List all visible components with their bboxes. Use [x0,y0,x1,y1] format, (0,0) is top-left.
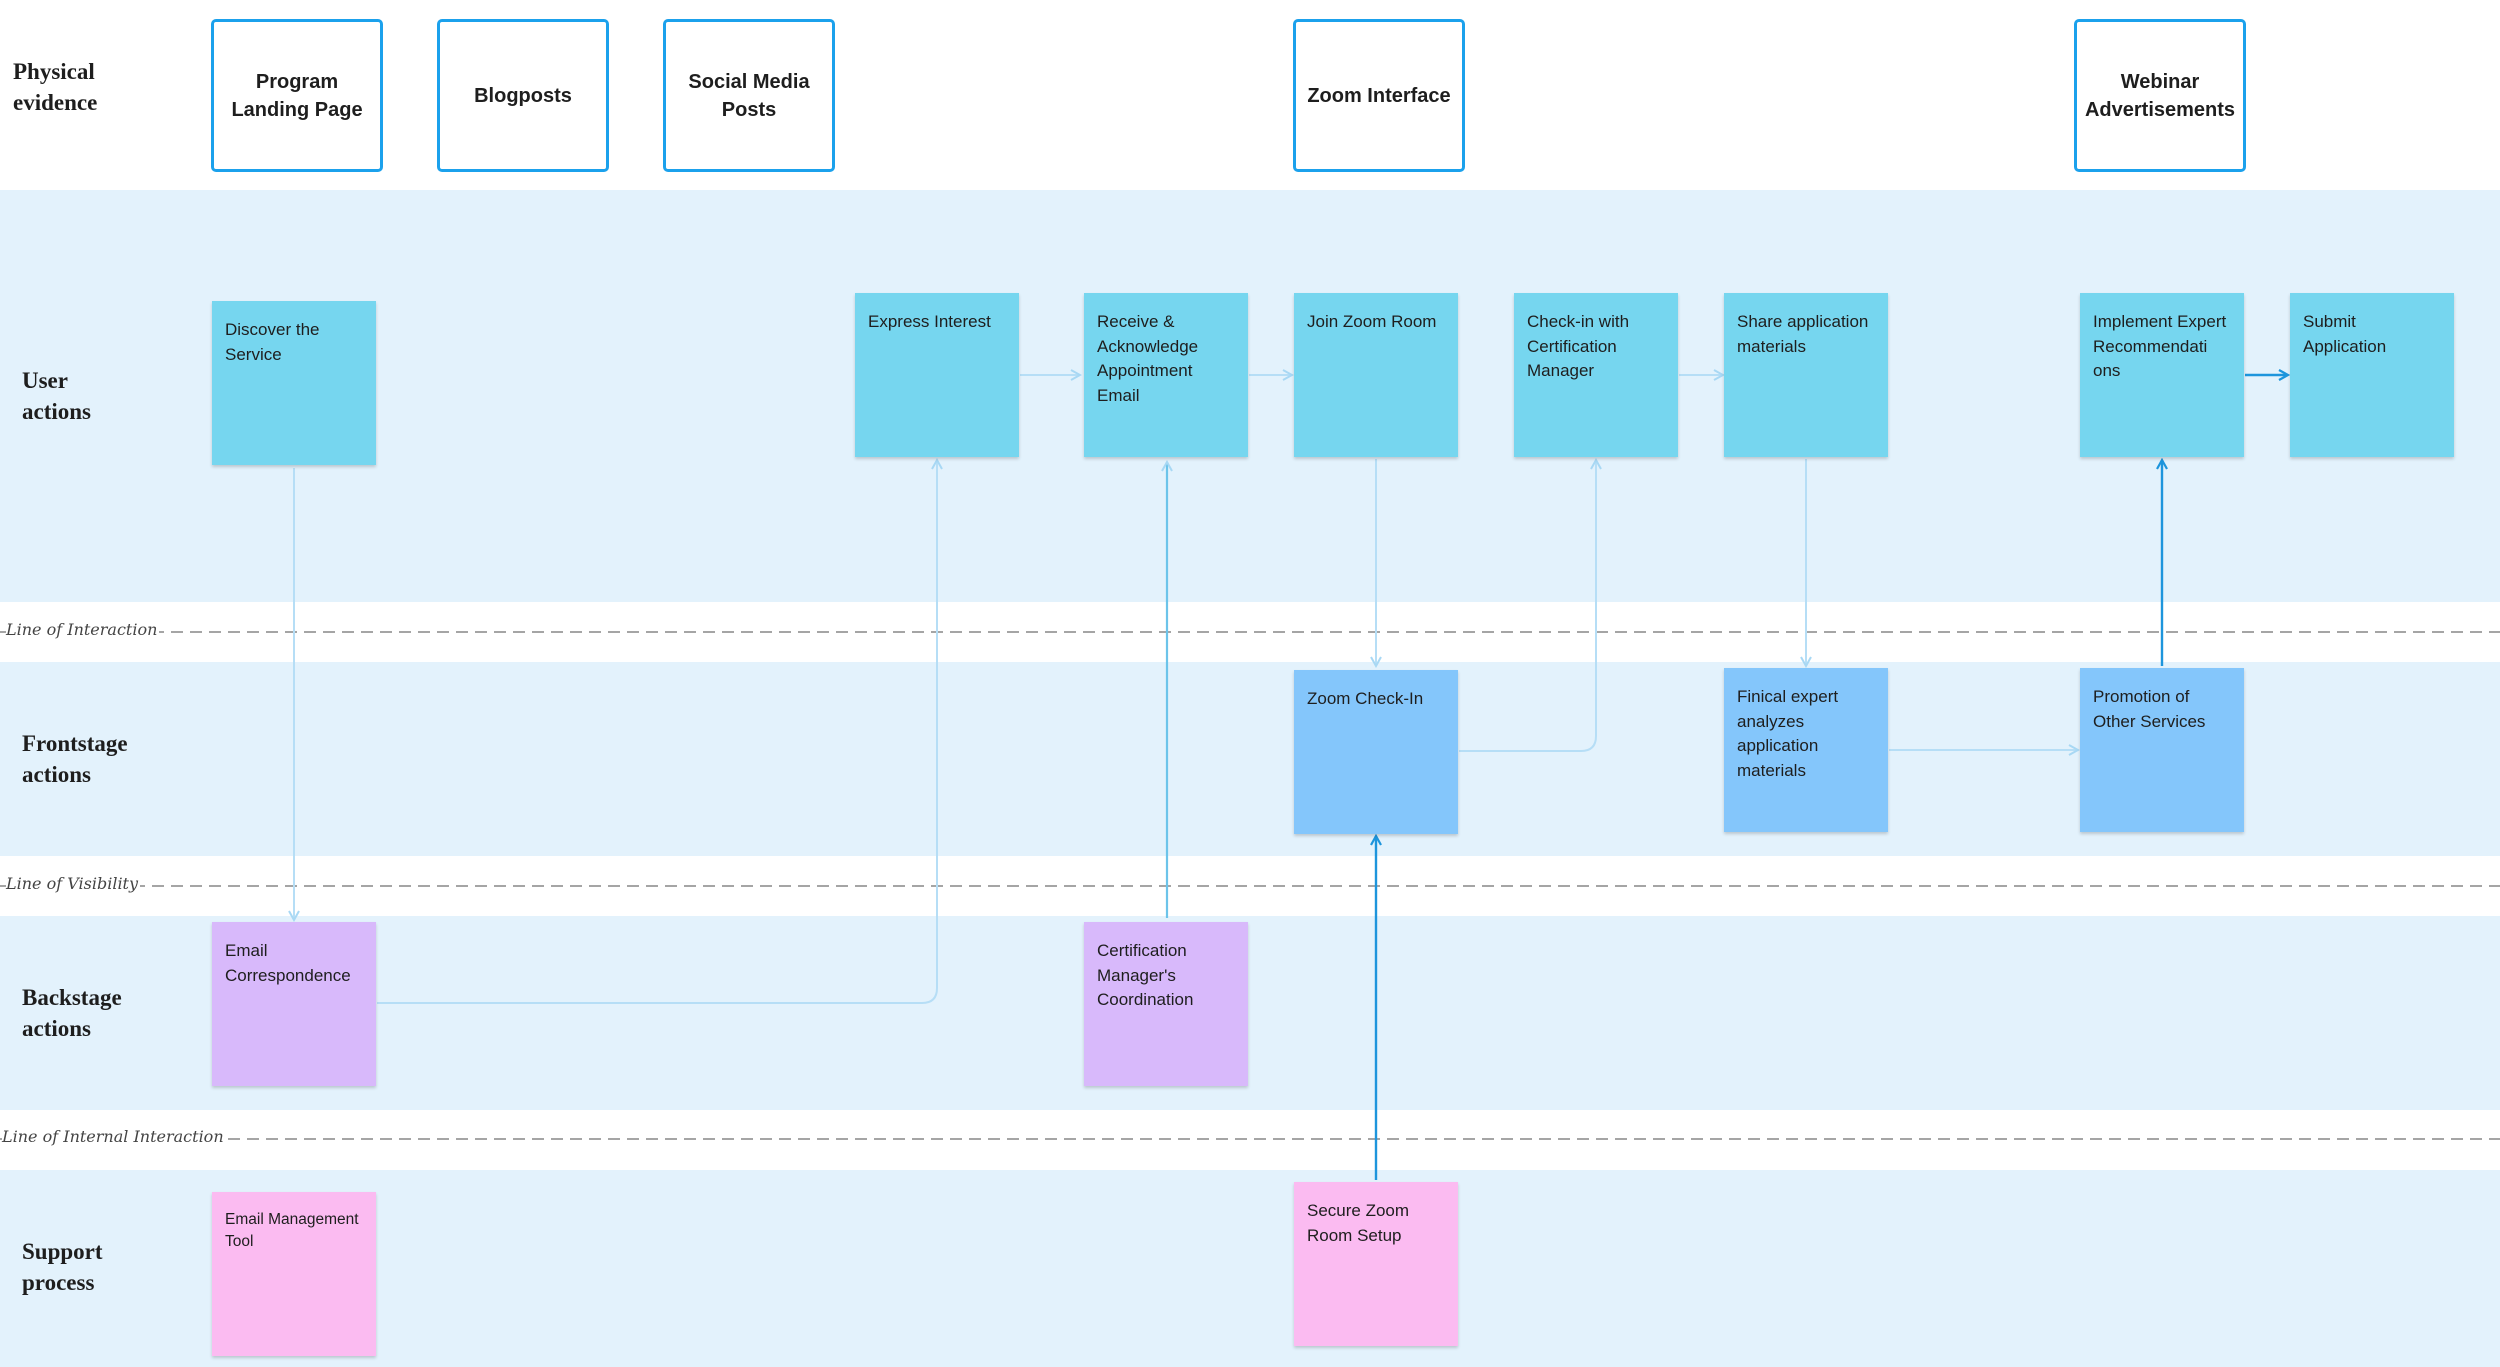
evidence-blogposts: Blogposts [437,19,609,172]
lane-title-frontstage-actions: Frontstage actions [22,731,128,787]
support-process-lane [0,1170,2500,1367]
user-action-submit-application: Submit Application [2290,293,2454,457]
arrow-zoomcheckin-to-manager [1459,460,1596,752]
user-action-check-in-manager: Check-in with Certification Manager [1514,293,1678,457]
support-email-management-tool: Email Management Tool [212,1192,376,1356]
user-action-express-interest: Express Interest [855,293,1019,457]
arrow-email-to-express [377,460,937,1004]
frontstage-expert-analyzes: Finical expert analyzes application mate… [1724,668,1888,832]
user-action-join-zoom-room: Join Zoom Room [1294,293,1458,457]
user-action-implement-recommendations: Implement Expert Recommendati ons [2080,293,2244,457]
line-of-visibility-label: Line of Visibility [6,874,141,893]
user-action-discover-service: Discover the Service [212,301,376,465]
line-of-interaction-label: Line of Interaction [6,620,160,639]
frontstage-zoom-check-in: Zoom Check-In [1294,670,1458,834]
line-of-internal-interaction-label: Line of Internal Interaction [2,1127,226,1146]
frontstage-promotion-services: Promotion of Other Services [2080,668,2244,832]
evidence-program-landing-page: Program Landing Page [211,19,383,172]
backstage-email-correspondence: Email Correspondence [212,922,376,1086]
evidence-zoom-interface: Zoom Interface [1293,19,1465,172]
user-action-share-materials: Share application materials [1724,293,1888,457]
user-action-receive-acknowledge: Receive & Acknowledge Appointment Email [1084,293,1248,457]
lane-title-backstage-actions: Backstage actions [22,985,122,1041]
evidence-webinar-advertisements: Webinar Advertisements [2074,19,2246,172]
lane-title-support-process: Support process [22,1239,103,1295]
backstage-manager-coordination: Certification Manager's Coordination [1084,922,1248,1086]
support-secure-zoom-setup: Secure Zoom Room Setup [1294,1182,1458,1346]
backstage-actions-lane [0,916,2500,1110]
lane-title-physical-evidence: Physical evidence [13,59,98,115]
evidence-social-media-posts: Social Media Posts [663,19,835,172]
lane-title-user-actions: User actions [22,368,91,424]
